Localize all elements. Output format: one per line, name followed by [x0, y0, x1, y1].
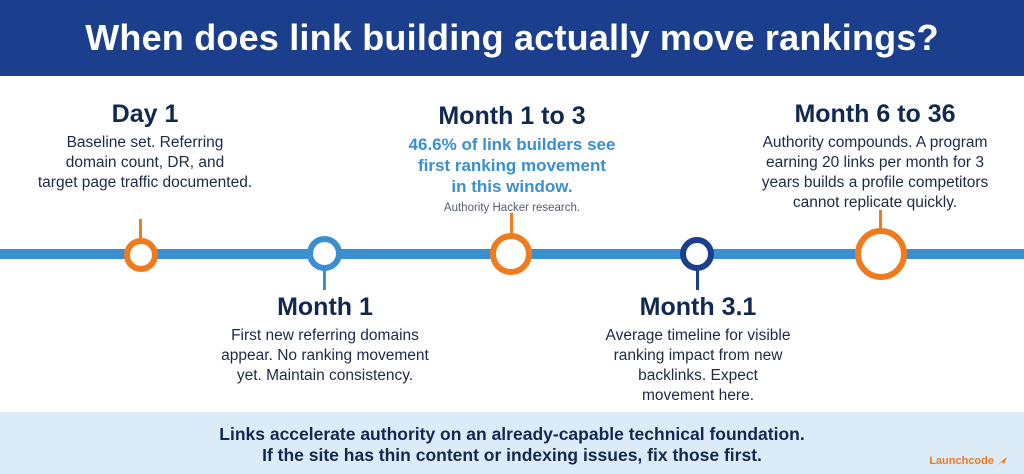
milestone-description: Average timeline for visible ranking imp… — [573, 326, 823, 406]
node-stem-month-6-to-36 — [879, 210, 882, 232]
description-line: ranking impact from new — [613, 347, 783, 364]
header-banner: When does link building actually move ra… — [0, 0, 1024, 76]
footer-banner: Links accelerate authority on an already… — [0, 412, 1024, 474]
description-line: First new referring domains — [231, 327, 419, 344]
node-stem-day-1 — [139, 219, 142, 239]
page-title: When does link building actually move ra… — [85, 17, 939, 58]
milestone-title: Month 6 to 36 — [794, 100, 956, 128]
milestone-title: Day 1 — [111, 100, 179, 128]
milestone-title: Month 1 to 3 — [438, 102, 586, 130]
milestone-source: Authority Hacker research. — [443, 202, 581, 214]
description-line: earning 20 links per month for 3 — [766, 154, 984, 171]
node-month-1 — [307, 236, 342, 271]
milestone-month-1: Month 1 First new referring domains appe… — [200, 292, 450, 386]
milestone-description: Authority compounds. A program earning 2… — [735, 133, 1015, 213]
highlight-line: first ranking movement — [418, 156, 606, 175]
node-month-3-1 — [680, 237, 714, 271]
rocket-icon — [997, 457, 1007, 465]
footer-line: Links accelerate authority on an already… — [219, 424, 805, 444]
brand-name: Launchcode — [929, 455, 994, 467]
milestone-month-3-1: Month 3.1 Average timeline for visible r… — [573, 292, 823, 406]
milestone-title: Month 3.1 — [639, 293, 757, 321]
milestone-month-1-to-3: Month 1 to 3 46.6% of link builders see … — [382, 101, 642, 214]
node-stem-month-3-1 — [696, 268, 699, 290]
description-line: backlinks. Expect — [638, 367, 758, 384]
node-month-1-to-3 — [490, 233, 532, 275]
milestone-description: Baseline set. Referring domain count, DR… — [20, 133, 270, 193]
milestone-day-1: Day 1 Baseline set. Referring domain cou… — [20, 99, 270, 193]
milestone-title: Month 1 — [277, 293, 373, 321]
highlight-line: in this window. — [451, 177, 573, 196]
description-line: cannot replicate quickly. — [792, 194, 958, 211]
milestone-highlight: 46.6% of link builders see first ranking… — [382, 134, 642, 197]
node-month-6-to-36 — [855, 228, 907, 280]
description-line: target page traffic documented. — [37, 174, 253, 191]
milestone-month-6-to-36: Month 6 to 36 Authority compounds. A pro… — [735, 99, 1015, 213]
highlight-line: 46.6% of link builders see — [408, 135, 616, 154]
node-day-1 — [124, 238, 158, 272]
brand-logo: Launchcode — [929, 455, 1008, 467]
node-stem-month-1 — [323, 268, 326, 290]
description-line: appear. No ranking movement — [221, 347, 429, 364]
milestone-description: First new referring domains appear. No r… — [200, 326, 450, 386]
description-line: Baseline set. Referring — [66, 134, 224, 151]
footer-line: If the site has thin content or indexing… — [262, 445, 762, 465]
node-stem-month-1-to-3 — [510, 213, 513, 237]
description-line: domain count, DR, and — [65, 154, 225, 171]
description-line: yet. Maintain consistency. — [236, 367, 414, 384]
footer-message: Links accelerate authority on an already… — [0, 424, 1024, 466]
description-line: years builds a profile competitors — [761, 174, 989, 191]
description-line: movement here. — [642, 387, 754, 404]
description-line: Average timeline for visible — [605, 327, 791, 344]
description-line: Authority compounds. A program — [762, 134, 988, 151]
